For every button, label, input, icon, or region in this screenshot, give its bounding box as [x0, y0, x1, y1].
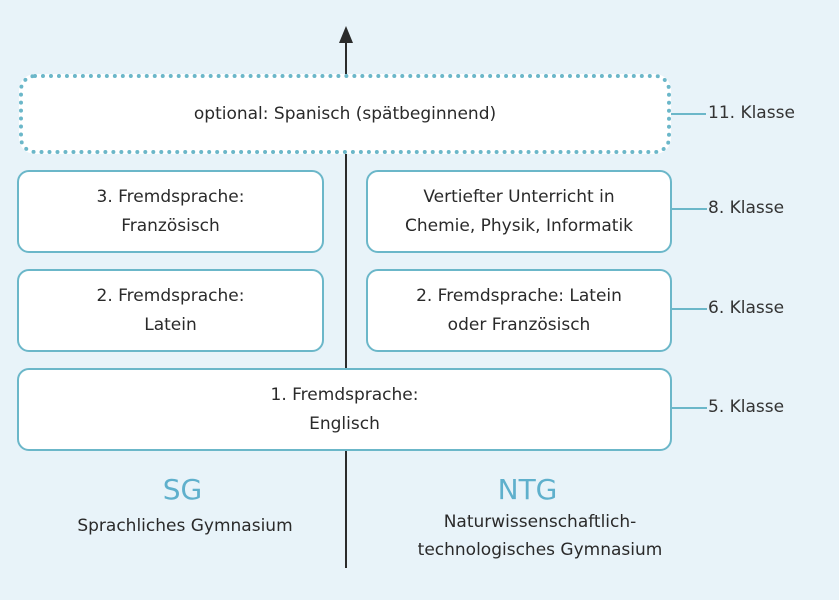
ntg-name-line: Naturwissenschaftlich-	[443, 512, 637, 532]
grade-5: 5. Klasse	[708, 397, 785, 417]
box-line: Englisch	[309, 413, 380, 434]
ntg-second-language-box: 2. Fremdsprache: Latein oder Französisch	[366, 269, 672, 352]
ntg-name-line: technologisches Gymnasium	[417, 540, 663, 560]
sg-second-language-box: 2. Fremdsprache: Latein	[17, 269, 324, 352]
connector-5	[672, 407, 707, 409]
box-line: Vertiefter Unterricht in	[423, 186, 615, 207]
ntg-name: Naturwissenschaftlich- technologisches G…	[380, 508, 700, 564]
connector-6	[672, 308, 707, 310]
sg-abbreviation: SG	[162, 473, 203, 506]
box-line: 3. Fremdsprache:	[96, 186, 245, 207]
box-line: Latein	[144, 314, 197, 335]
connector-11	[671, 113, 706, 115]
connector-8	[672, 208, 707, 210]
box-line: oder Französisch	[447, 314, 591, 335]
first-language-box: 1. Fremdsprache: Englisch	[17, 368, 672, 451]
grade-8: 8. Klasse	[708, 198, 785, 218]
sg-name: Sprachliches Gymnasium	[77, 516, 293, 536]
grade-6: 6. Klasse	[708, 298, 785, 318]
ntg-deepened-box: Vertiefter Unterricht in Chemie, Physik, …	[366, 170, 672, 253]
grade-11: 11. Klasse	[708, 103, 795, 123]
box-line: 2. Fremdsprache: Latein	[416, 285, 622, 306]
arrow-up-icon	[339, 26, 353, 43]
timeline-axis-top	[345, 40, 347, 75]
ntg-abbreviation: NTG	[497, 473, 558, 506]
box-line: Chemie, Physik, Informatik	[404, 215, 634, 236]
box-line: 1. Fremdsprache:	[270, 384, 419, 405]
sg-third-language-box: 3. Fremdsprache: Französisch	[17, 170, 324, 253]
box-line: Französisch	[121, 215, 220, 236]
optional-label: optional: Spanisch (spätbeginnend)	[193, 103, 497, 124]
timeline-axis	[345, 150, 347, 568]
optional-spanish-box: optional: Spanisch (spätbeginnend)	[19, 74, 671, 154]
box-line: 2. Fremdsprache:	[96, 285, 245, 306]
